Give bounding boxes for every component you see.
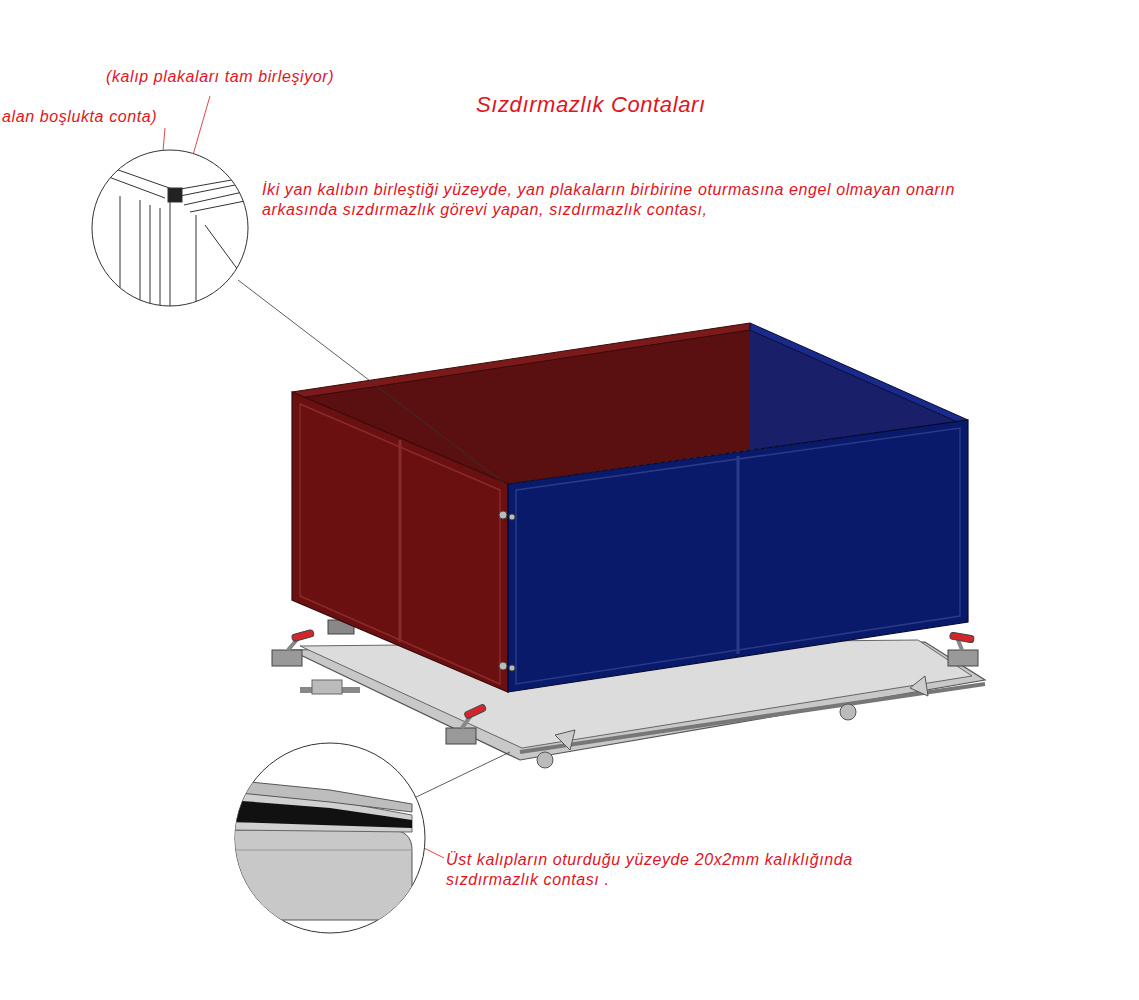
note-label: (kalıp plakaları tam birleşiyor) (106, 68, 334, 86)
title: Sızdırmazlık Contaları (476, 92, 706, 118)
note-label: Üst kalıpların oturduğu yüzeyde 20x2mm k… (446, 850, 916, 890)
note-label: alan boşlukta conta) (2, 108, 157, 126)
note-label: İki yan kalıbın birleştiği yüzeyde, yan … (262, 180, 992, 220)
